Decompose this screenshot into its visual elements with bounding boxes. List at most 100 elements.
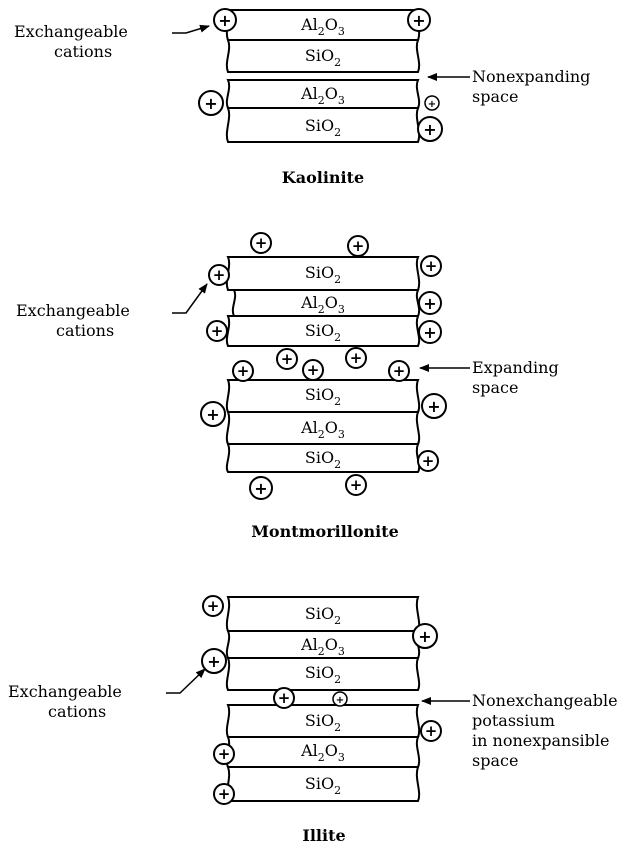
montmorillonite-layer-sio2-2: SiO2 bbox=[225, 315, 421, 347]
svg-text:SiO2: SiO2 bbox=[305, 604, 341, 627]
cation-icon: + bbox=[273, 687, 295, 709]
svg-text:+: + bbox=[425, 257, 438, 275]
svg-text:+: + bbox=[423, 323, 436, 342]
cation-icon: + bbox=[249, 476, 273, 500]
svg-text:+: + bbox=[218, 745, 231, 763]
cation-icon: + bbox=[417, 450, 439, 472]
svg-text:+: + bbox=[428, 99, 436, 110]
cation-icon: + bbox=[250, 232, 272, 254]
svg-text:+: + bbox=[218, 11, 231, 30]
montmorillonite-layer-sio2-4: SiO2 bbox=[225, 443, 421, 473]
svg-text:+: + bbox=[255, 234, 268, 252]
svg-text:+: + bbox=[213, 266, 226, 284]
svg-text:+: + bbox=[422, 452, 435, 470]
cation-icon: + bbox=[420, 720, 442, 742]
kaolinite-layer-sio2-1: SiO2 bbox=[225, 39, 421, 73]
cation-icon: + bbox=[201, 648, 227, 674]
svg-text:Al2O3: Al2O3 bbox=[300, 15, 345, 38]
svg-text:+: + bbox=[423, 120, 436, 139]
cation-icon: + bbox=[232, 360, 254, 382]
svg-text:SiO2: SiO2 bbox=[305, 321, 341, 344]
svg-text:+: + bbox=[207, 597, 220, 615]
cation-icon: + bbox=[417, 116, 443, 142]
cation-icon: + bbox=[421, 393, 447, 419]
kaolinite-left-arrow bbox=[172, 24, 210, 34]
svg-text:+: + bbox=[418, 627, 431, 646]
cation-icon: + bbox=[202, 595, 224, 617]
cation-icon: + bbox=[388, 360, 410, 382]
cation-icon: + bbox=[424, 95, 440, 111]
svg-text:SiO2: SiO2 bbox=[305, 711, 341, 734]
svg-text:+: + bbox=[207, 652, 220, 671]
kaolinite-layer-sio2-2: SiO2 bbox=[225, 107, 421, 143]
illite-layer-sio2-1: SiO2 bbox=[225, 596, 421, 632]
svg-text:+: + bbox=[211, 322, 224, 340]
montmorillonite-layer-sio2-1: SiO2 bbox=[225, 256, 421, 291]
cation-icon: + bbox=[213, 743, 235, 765]
illite-layer-al2o3-2: Al2O3 bbox=[225, 736, 421, 768]
illite-left-arrow bbox=[166, 668, 206, 694]
montmorillonite-caption: Montmorillonite bbox=[251, 522, 399, 541]
svg-text:+: + bbox=[218, 785, 231, 803]
kaolinite-caption: Kaolinite bbox=[282, 168, 364, 187]
svg-text:SiO2: SiO2 bbox=[305, 385, 341, 408]
svg-text:+: + bbox=[204, 94, 217, 113]
cation-icon: + bbox=[276, 348, 298, 370]
svg-text:+: + bbox=[393, 362, 406, 380]
cation-icon: + bbox=[198, 90, 224, 116]
svg-text:+: + bbox=[206, 405, 219, 424]
illite-layer-sio2-2: SiO2 bbox=[225, 657, 421, 691]
svg-text:SiO2: SiO2 bbox=[305, 774, 341, 797]
svg-text:Al2O3: Al2O3 bbox=[300, 741, 345, 764]
svg-text:SiO2: SiO2 bbox=[305, 663, 341, 686]
svg-text:Al2O3: Al2O3 bbox=[300, 293, 345, 316]
cation-icon: + bbox=[200, 401, 226, 427]
montmorillonite-left-arrow bbox=[172, 283, 208, 314]
cation-icon: + bbox=[347, 235, 369, 257]
montmorillonite-layer-sio2-3: SiO2 bbox=[225, 379, 421, 413]
cation-icon: + bbox=[206, 320, 228, 342]
montmorillonite-layer-al2o3-2: Al2O3 bbox=[225, 411, 421, 445]
svg-text:Al2O3: Al2O3 bbox=[300, 84, 345, 107]
cation-icon: + bbox=[418, 291, 442, 315]
svg-text:+: + bbox=[423, 294, 436, 313]
svg-text:+: + bbox=[278, 689, 291, 707]
cation-icon: + bbox=[302, 359, 324, 381]
kaolinite-layer-al2o3-1: Al2O3 bbox=[225, 9, 421, 41]
cation-icon: + bbox=[420, 255, 442, 277]
svg-text:SiO2: SiO2 bbox=[305, 448, 341, 471]
svg-text:+: + bbox=[350, 349, 363, 367]
montmorillonite-layer-al2o3-1: Al2O3 bbox=[231, 289, 421, 317]
svg-text:SiO2: SiO2 bbox=[305, 263, 341, 286]
illite-layer-al2o3-1: Al2O3 bbox=[225, 630, 421, 659]
illite-panel: SiO2 Al2O3 SiO2 SiO2 Al2O3 SiO2 + + + + … bbox=[8, 595, 618, 845]
svg-text:+: + bbox=[254, 479, 267, 498]
illite-layer-sio2-3: SiO2 bbox=[225, 704, 421, 738]
svg-text:Al2O3: Al2O3 bbox=[300, 635, 345, 658]
illite-layer-sio2-4: SiO2 bbox=[225, 766, 421, 802]
svg-text:+: + bbox=[425, 722, 438, 740]
kaolinite-layer-al2o3-2: Al2O3 bbox=[225, 79, 421, 109]
svg-text:SiO2: SiO2 bbox=[305, 116, 341, 139]
svg-text:+: + bbox=[336, 695, 344, 706]
cation-icon: + bbox=[213, 8, 237, 32]
svg-text:+: + bbox=[237, 362, 250, 380]
montmorillonite-panel: SiO2 Al2O3 SiO2 SiO2 Al2O3 SiO2 + + + + … bbox=[16, 232, 559, 541]
svg-text:+: + bbox=[281, 350, 294, 368]
cation-icon: + bbox=[407, 8, 431, 32]
cation-icon: + bbox=[213, 783, 235, 805]
cation-icon: + bbox=[418, 320, 442, 344]
svg-text:+: + bbox=[350, 476, 363, 494]
svg-text:+: + bbox=[352, 237, 365, 255]
svg-text:SiO2: SiO2 bbox=[305, 46, 341, 69]
svg-text:+: + bbox=[412, 11, 425, 30]
cation-icon: + bbox=[208, 264, 230, 286]
svg-text:+: + bbox=[307, 361, 320, 379]
